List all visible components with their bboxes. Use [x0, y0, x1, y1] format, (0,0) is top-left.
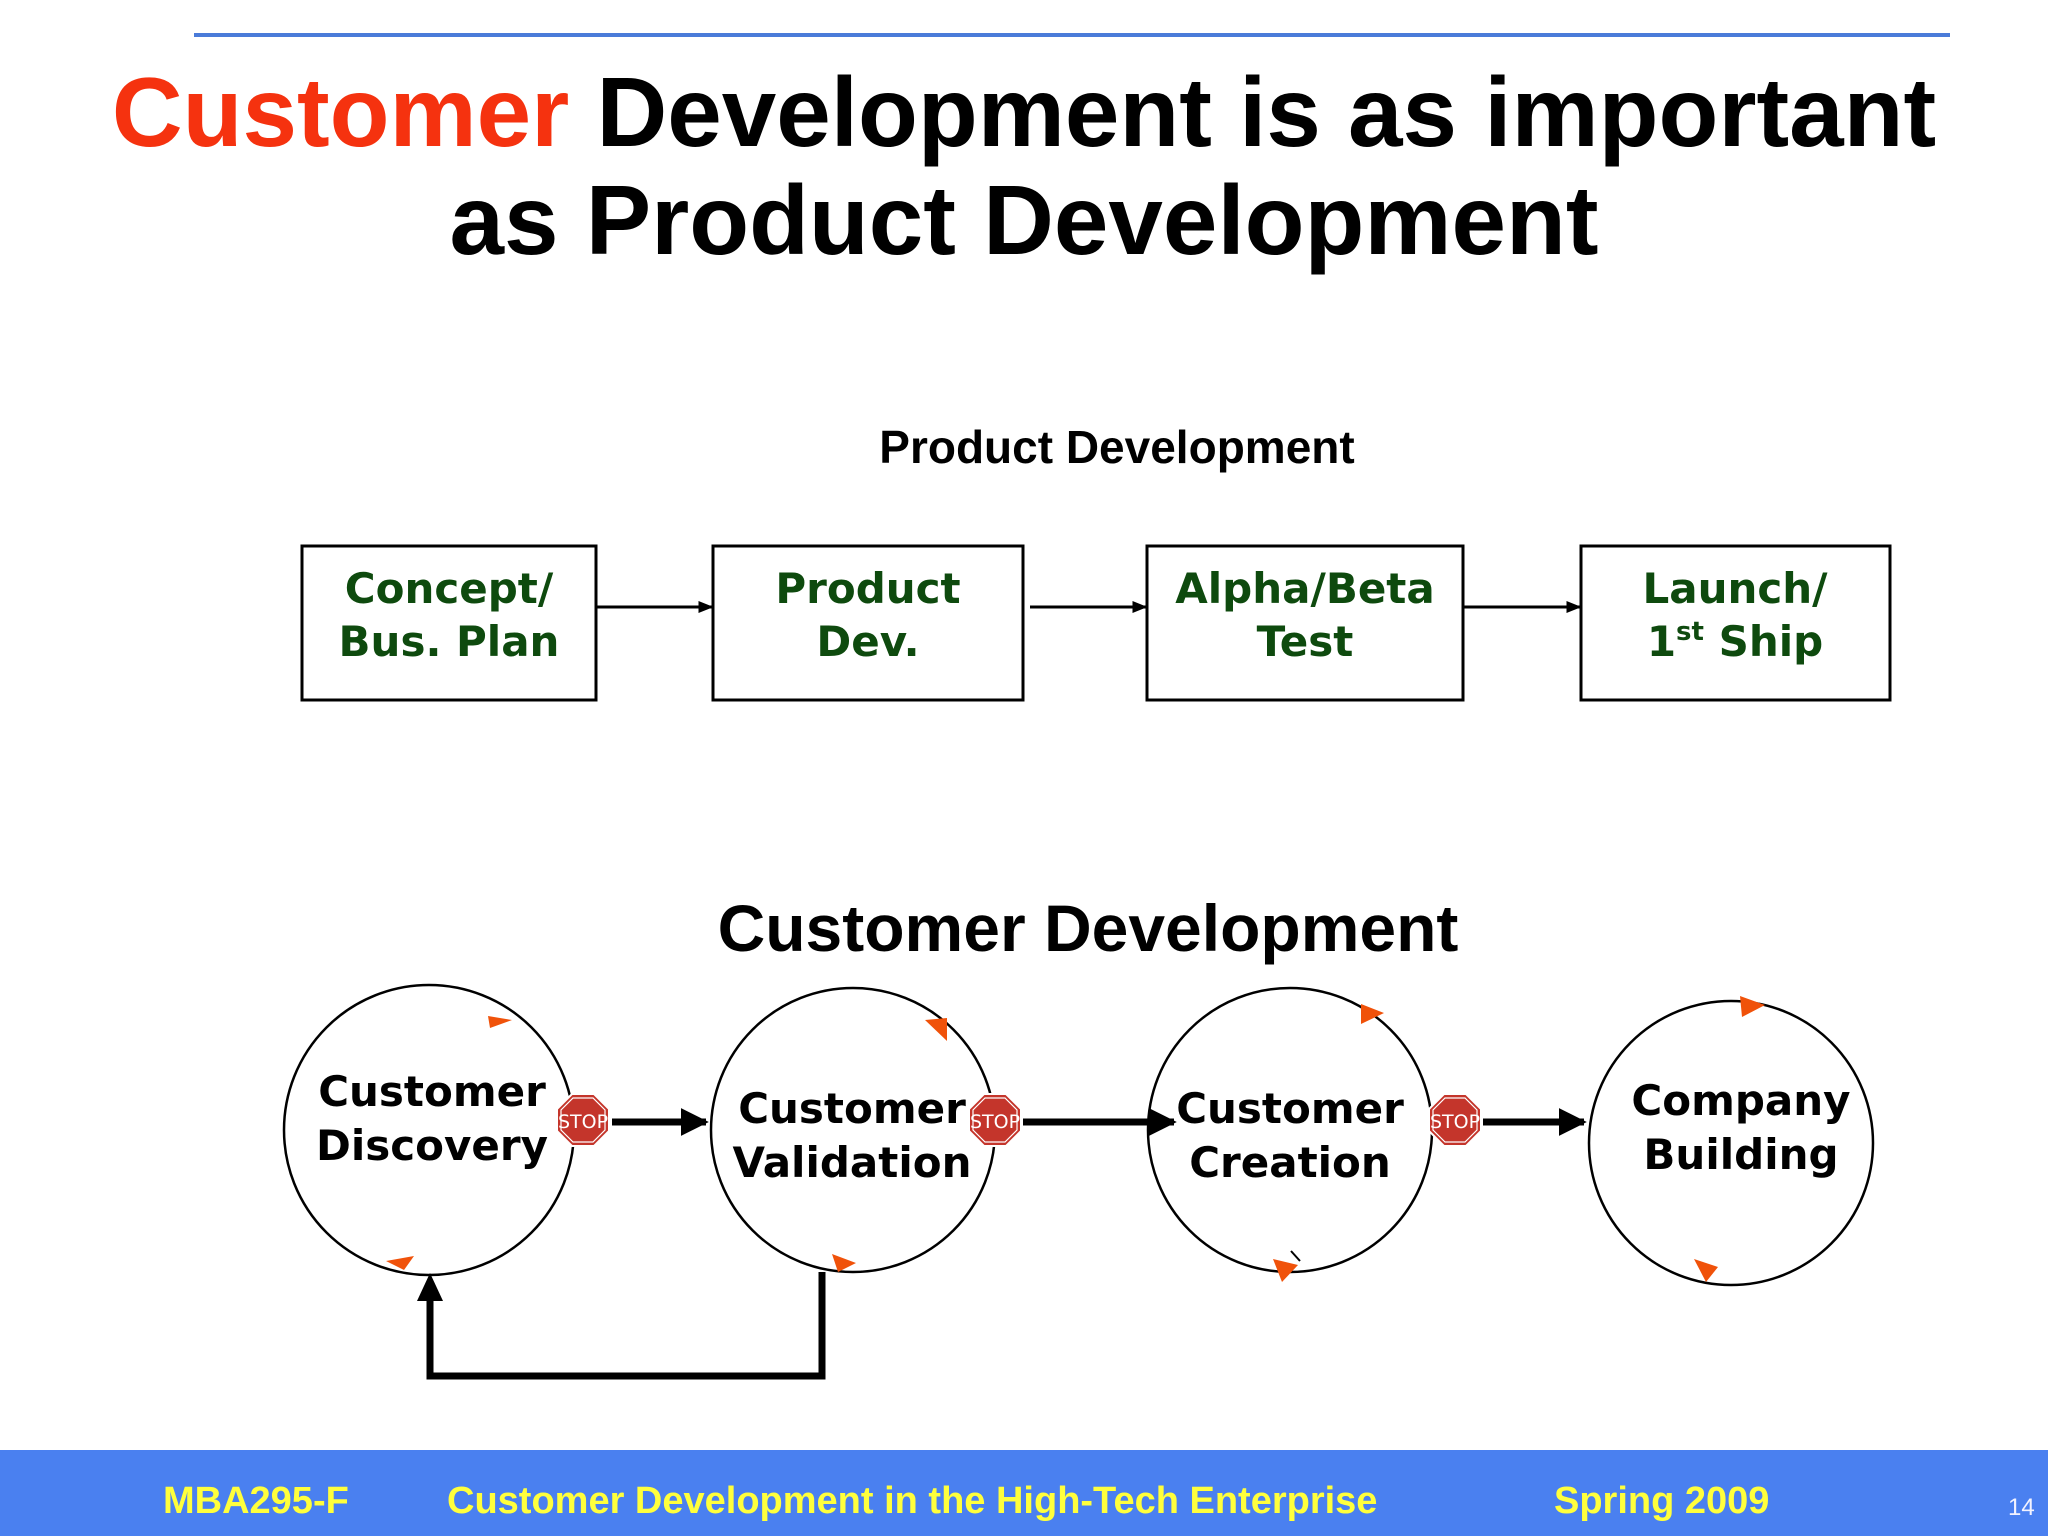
arrowhead-icon: [1361, 1004, 1384, 1024]
arrowhead-icon: [1740, 996, 1765, 1017]
stage-validation-line1: Customer: [738, 1084, 966, 1133]
stop-sign-text: STOP: [1430, 1111, 1480, 1133]
product-box-concept-line2: Bus. Plan: [339, 617, 560, 666]
footer-term: Spring 2009: [1554, 1480, 1770, 1522]
stop-sign-icon: STOP: [968, 1093, 1022, 1147]
title-line-1-rest: Development is as important: [569, 57, 1937, 167]
arrowhead-icon: [832, 1254, 856, 1272]
product-box-product-dev-line2: Dev.: [816, 617, 919, 666]
stop-sign-text: STOP: [970, 1111, 1020, 1133]
customer-development-heading: Customer Development: [718, 891, 1459, 965]
footer-bar: MBA295-F Customer Development in the Hig…: [0, 1450, 2048, 1536]
product-box-launch-superscript: st: [1676, 617, 1704, 647]
footer-page-number: 14: [2008, 1494, 2035, 1521]
arrowhead-icon: [925, 1018, 947, 1041]
stage-discovery-line2: Discovery: [316, 1121, 548, 1170]
product-development-heading: Product Development: [879, 421, 1354, 473]
product-box-launch-line2-prefix: 1: [1647, 617, 1676, 666]
product-box-product-dev: Product Dev.: [711, 544, 1025, 702]
top-rule: [194, 33, 1950, 37]
stop-sign-icon: STOP: [556, 1093, 610, 1147]
feedback-loop-arrowhead: [417, 1273, 443, 1301]
arrowhead-icon: [386, 1256, 414, 1270]
arrowhead-icon: [1273, 1259, 1298, 1282]
product-box-launch-line2-suffix: Ship: [1704, 617, 1823, 666]
stop-sign-icon: STOP: [1428, 1093, 1482, 1147]
stage-creation-line1: Customer: [1176, 1084, 1404, 1133]
title-line-1: Customer Development is as important: [0, 58, 2048, 166]
product-box-alpha-beta-line2: Test: [1257, 617, 1354, 666]
stage-validation-line2: Validation: [733, 1138, 972, 1187]
product-box-alpha-beta-line1: Alpha/Beta: [1175, 564, 1434, 613]
product-box-concept-line1: Concept/: [345, 564, 554, 613]
slide-title: Customer Development is as important as …: [0, 58, 2048, 274]
stage-circle-building: [1587, 999, 1875, 1287]
circle-direction-arrowheads: [386, 996, 1765, 1282]
product-box-launch: Launch/ 1st Ship: [1579, 544, 1892, 702]
arrowhead-icon: [488, 1016, 512, 1028]
product-box-alpha-beta: Alpha/Beta Test: [1145, 544, 1465, 702]
stage-building-line2: Building: [1643, 1130, 1838, 1179]
arrowhead-icon: [1694, 1259, 1718, 1282]
footer-course-title: Customer Development in the High-Tech En…: [447, 1480, 1378, 1522]
product-box-product-dev-line1: Product: [775, 564, 960, 613]
stage-building-line1: Company: [1631, 1076, 1850, 1125]
stop-sign-text: STOP: [558, 1111, 608, 1133]
title-line-2: as Product Development: [449, 165, 1599, 275]
tick-mark: [1290, 1250, 1301, 1262]
stage-creation-line2: Creation: [1189, 1138, 1391, 1187]
product-box-launch-line2: 1st Ship: [1647, 617, 1823, 666]
title-accent-word: Customer: [111, 57, 570, 167]
footer-course: MBA295-F: [163, 1480, 349, 1522]
product-box-launch-line1: Launch/: [1642, 564, 1828, 613]
feedback-loop-line: [426, 1272, 826, 1380]
stage-discovery-line1: Customer: [318, 1067, 546, 1116]
product-box-concept: Concept/ Bus. Plan: [300, 544, 598, 702]
